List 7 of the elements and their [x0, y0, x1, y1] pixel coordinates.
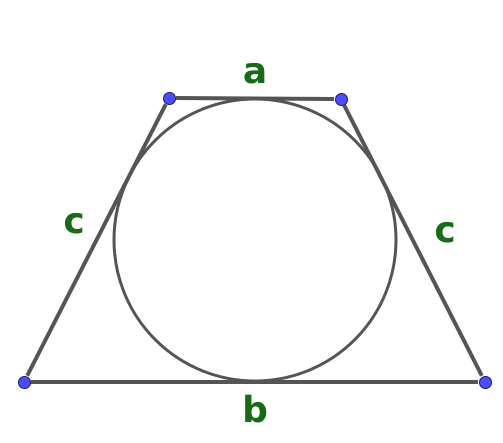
trapezoid-side	[31, 380, 478, 384]
trapezoid-side	[176, 96, 334, 101]
vertex-point	[18, 376, 30, 388]
vertex-point	[334, 92, 348, 106]
vertex-point	[478, 376, 492, 388]
vertex-point	[162, 92, 176, 104]
trapezoid-side	[342, 104, 484, 377]
